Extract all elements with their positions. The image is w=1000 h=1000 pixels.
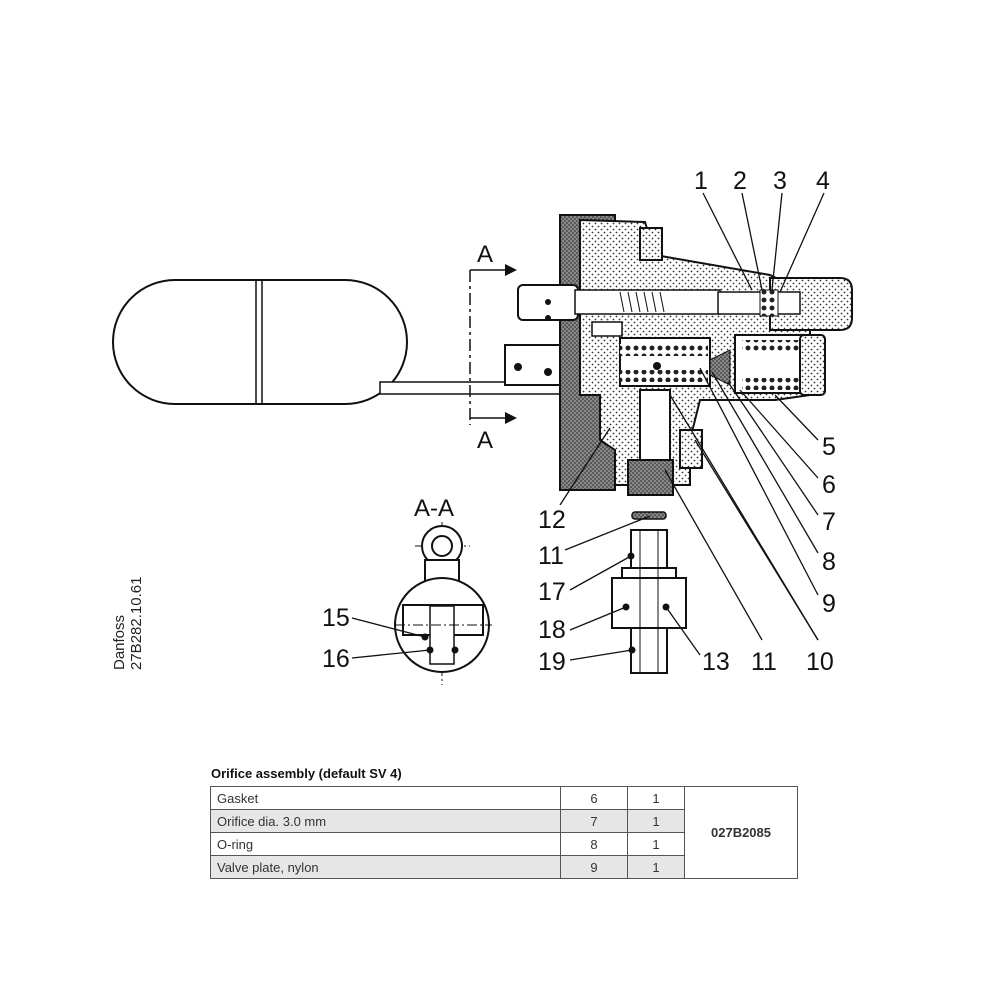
callout-7: 7 bbox=[822, 508, 836, 536]
gasket-piece bbox=[631, 511, 667, 520]
callout-19: 19 bbox=[538, 648, 566, 676]
callout-11-left: 11 bbox=[538, 542, 564, 570]
callout-12: 12 bbox=[538, 506, 566, 534]
table-row: O-ring 8 1 bbox=[210, 832, 798, 856]
callout-4: 4 bbox=[816, 167, 830, 195]
section-line: A A bbox=[469, 241, 517, 454]
row-pos: 6 bbox=[560, 786, 628, 810]
orifice-parts-table: Gasket 6 1 027B2085 Orifice dia. 3.0 mm … bbox=[210, 786, 798, 879]
row-qty: 1 bbox=[627, 832, 685, 856]
callout-5: 5 bbox=[822, 433, 836, 461]
callouts: 1 2 3 4 5 6 7 8 9 10 11 11 12 13 15 16 1… bbox=[322, 167, 836, 676]
callout-15: 15 bbox=[322, 604, 350, 632]
row-desc: Orifice dia. 3.0 mm bbox=[210, 809, 561, 833]
callout-8: 8 bbox=[822, 548, 836, 576]
row-qty: 1 bbox=[627, 855, 685, 879]
table-title: Orifice assembly (default SV 4) bbox=[211, 766, 402, 781]
table-row: Orifice dia. 3.0 mm 7 1 bbox=[210, 809, 798, 833]
float-ball bbox=[112, 279, 408, 405]
section-view-aa: A-A bbox=[394, 495, 492, 685]
callout-11-right: 11 bbox=[751, 648, 777, 676]
callout-16: 16 bbox=[322, 645, 350, 673]
callout-1: 1 bbox=[694, 167, 708, 195]
valve-body bbox=[517, 214, 853, 496]
vertical-label: Danfoss 27B282.10.61 bbox=[111, 577, 145, 670]
row-pos: 9 bbox=[560, 855, 628, 879]
row-pos: 7 bbox=[560, 809, 628, 833]
row-desc: Valve plate, nylon bbox=[210, 855, 561, 879]
table-row: Gasket 6 1 027B2085 bbox=[210, 786, 798, 879]
table-row: Valve plate, nylon 9 1 bbox=[210, 855, 798, 879]
callout-3: 3 bbox=[773, 167, 787, 195]
vertical-brand: Danfoss bbox=[111, 615, 128, 670]
callout-6: 6 bbox=[822, 471, 836, 499]
callout-17: 17 bbox=[538, 578, 566, 606]
row-qty: 1 bbox=[627, 786, 685, 810]
row-desc: Gasket bbox=[210, 786, 561, 810]
order-code: 027B2085 bbox=[684, 786, 798, 879]
callout-2: 2 bbox=[733, 167, 747, 195]
vertical-code: 27B282.10.61 bbox=[128, 577, 145, 670]
callout-10: 10 bbox=[806, 648, 834, 676]
valve-drawing: A A bbox=[111, 167, 853, 685]
section-marker-top: A bbox=[477, 241, 493, 268]
section-view-title: A-A bbox=[414, 495, 454, 522]
callout-18: 18 bbox=[538, 616, 566, 644]
callout-13: 13 bbox=[702, 648, 730, 676]
row-desc: O-ring bbox=[210, 832, 561, 856]
leader-lines bbox=[351, 192, 825, 661]
outlet-fitting bbox=[611, 529, 687, 674]
section-marker-bottom: A bbox=[477, 427, 493, 454]
float-arm bbox=[379, 344, 596, 395]
row-qty: 1 bbox=[627, 809, 685, 833]
callout-9: 9 bbox=[822, 590, 836, 618]
row-pos: 8 bbox=[560, 832, 628, 856]
